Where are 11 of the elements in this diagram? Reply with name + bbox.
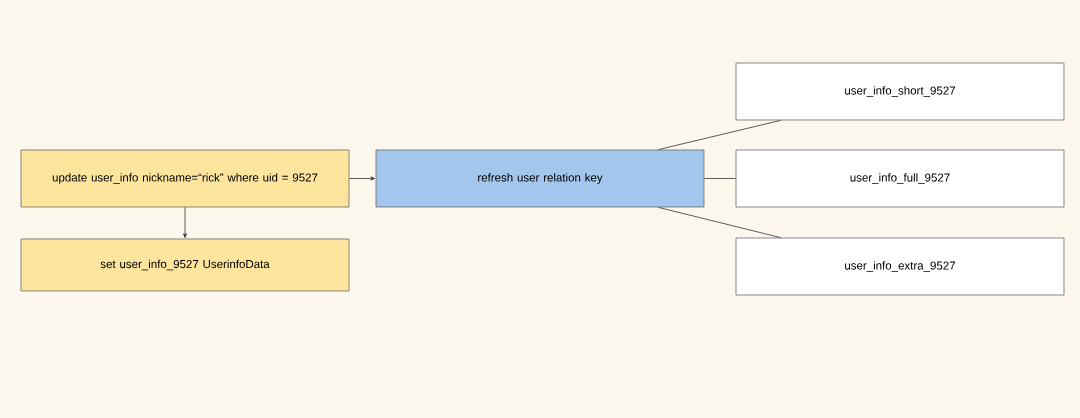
connector	[658, 120, 781, 150]
connector	[349, 176, 375, 181]
key-box: user_info_full_9527	[735, 149, 1065, 208]
connector	[704, 178, 736, 179]
process-box: set user_info_9527 UserinfoData	[20, 238, 350, 292]
process-box: refresh user relation key	[375, 149, 705, 208]
process-box: update user_info nickname=“rick” where uid = 9527	[20, 149, 350, 208]
connector	[658, 207, 781, 238]
key-box: user_info_short_9527	[735, 62, 1065, 121]
key-box: user_info_extra_9527	[735, 237, 1065, 296]
connector	[183, 207, 187, 238]
